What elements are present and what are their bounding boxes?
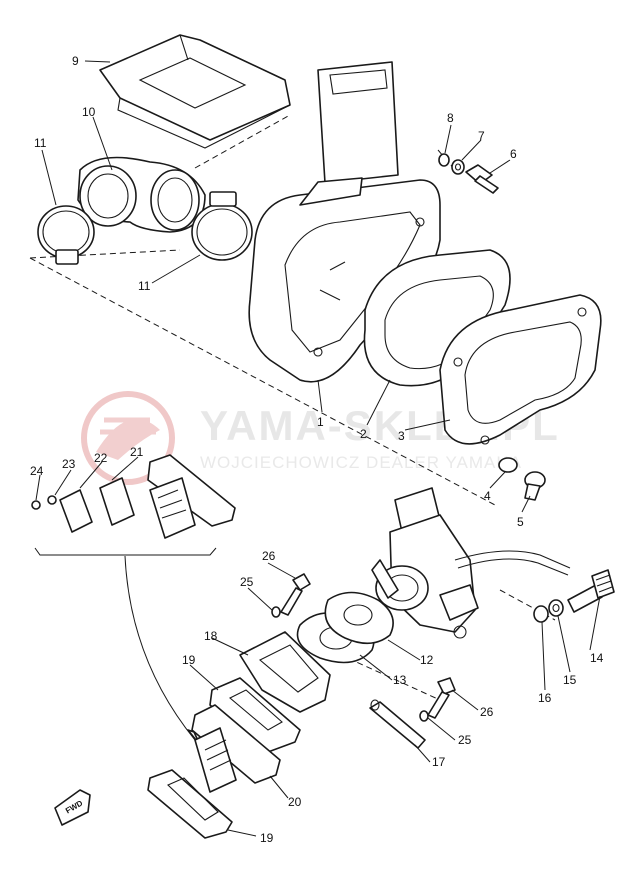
part-12-carburetor [371,487,571,639]
callout-7: 7 [478,129,485,143]
callout-11-lower: 11 [138,279,151,293]
part-6-bolt [465,164,499,194]
part-20-reed-valve [191,704,281,793]
part-17-pipe [369,699,426,749]
callout-17: 17 [432,755,446,769]
leader-lines [35,60,601,837]
part-15-spring [548,599,564,617]
callout-21: 21 [130,445,144,459]
callout-18: 18 [204,629,218,643]
callout-11-upper: 11 [34,136,47,150]
callout-19-upper: 19 [182,653,196,667]
part-18-carburetor-joint [239,631,331,713]
callout-22: 22 [94,451,108,465]
callout-25-upper: 25 [240,575,254,589]
callout-26-lower: 26 [480,705,494,719]
callout-3: 3 [398,429,405,443]
callout-23: 23 [62,457,76,471]
callout-labels: 9 10 11 11 8 7 6 1 2 3 4 5 24 23 22 21 2… [30,54,604,845]
part-5-bolt [524,471,546,501]
callout-26-upper: 26 [262,549,276,563]
part-19-gasket-lower [147,769,233,839]
part-23-washer [47,495,57,505]
part-25-washer-upper [271,606,281,618]
callout-14: 14 [590,651,604,665]
callout-1: 1 [317,415,324,429]
part-1-air-cleaner-case [248,61,441,383]
callout-4: 4 [484,489,491,503]
part-9-intake-cover [99,34,291,149]
part-26-bolt-upper [280,573,311,616]
watermark-subtitle: WOJCIECHOWICZ DEALER YAMAHA [200,453,522,472]
callout-19-lower: 19 [260,831,274,845]
callout-10: 10 [82,105,96,119]
part-21-reed-valve-assembly [147,454,236,539]
part-16-washer [533,605,549,623]
part-13-gasket [296,591,394,664]
reed-group-bracket [34,547,217,556]
part-7-washer [451,159,465,175]
part-19-gasket-upper [209,677,301,753]
part-8-washer [438,153,450,167]
fwd-direction-icon: FWD [54,789,91,826]
callout-25-lower: 25 [458,733,472,747]
part-11-clamp-right [191,191,253,261]
part-11-clamp-left [37,205,95,265]
callout-15: 15 [563,673,577,687]
callout-2: 2 [360,427,367,441]
callout-5: 5 [517,515,524,529]
callout-12: 12 [420,653,434,667]
part-14-throttle-stop-screw [567,569,615,613]
callout-6: 6 [510,147,517,161]
part-24-screw [31,500,41,510]
dealer-logo-icon [81,391,175,485]
reed-group-arrow [124,555,196,741]
part-4-collar [498,457,518,473]
callout-24: 24 [30,464,44,478]
callout-8: 8 [447,111,454,125]
part-25-washer-lower [419,710,429,722]
part-10-rubber-joint [77,156,206,233]
callout-9: 9 [72,54,79,68]
callout-20: 20 [288,795,302,809]
part-26-bolt-lower [427,677,456,719]
part-22-valve-stopper [59,477,135,533]
callout-13: 13 [393,673,407,687]
callout-16: 16 [538,691,552,705]
part-3-gasket [439,294,602,445]
